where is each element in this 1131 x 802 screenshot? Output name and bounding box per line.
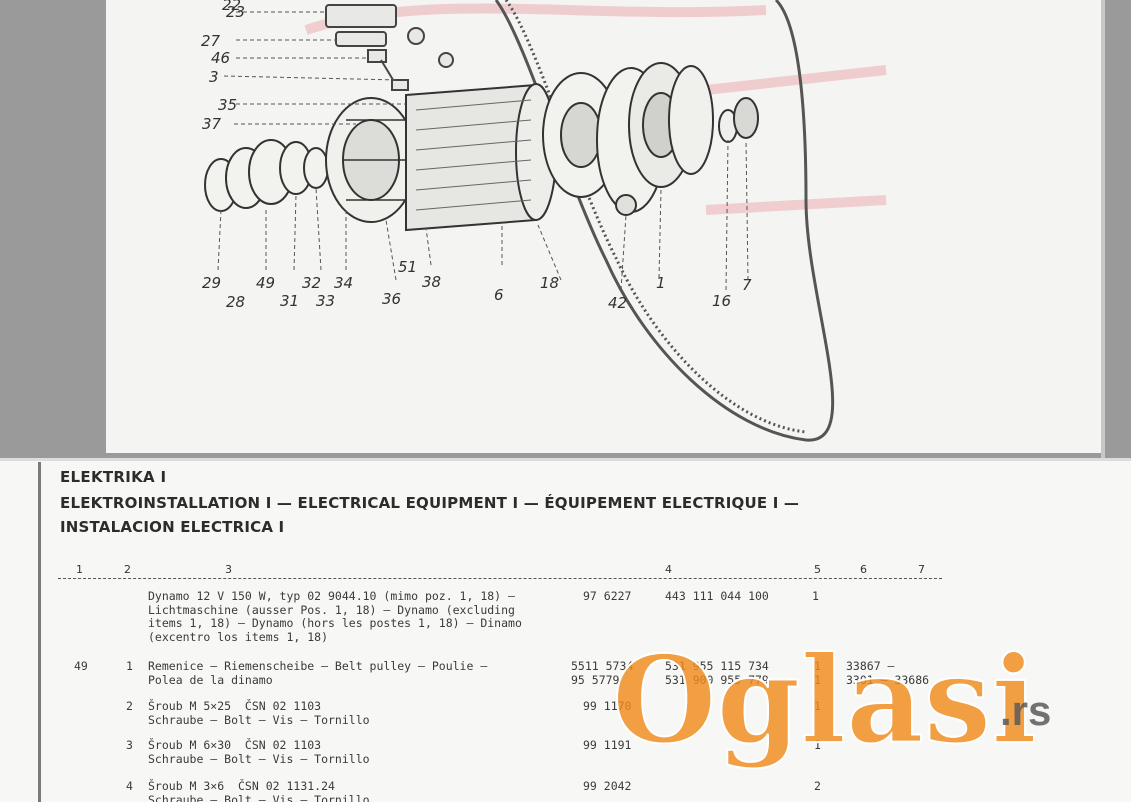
page-heading-line-1: ELEKTROINSTALLATION I — ELECTRICAL EQUIP…	[60, 494, 800, 512]
row-0-description: Dynamo 12 V 150 W, typ 02 9044.10 (mimo …	[148, 589, 522, 644]
callout-42: 42	[608, 294, 627, 312]
callout-18: 18	[540, 274, 559, 292]
bearing-stack	[204, 139, 329, 212]
callout-31: 31	[280, 292, 299, 310]
callout-37: 37	[202, 115, 222, 133]
watermark-tld: .rs	[1000, 687, 1051, 734]
watermark-brand: Oglasi	[612, 630, 1037, 770]
callout-16: 16	[712, 292, 731, 310]
row-1-part-number: 5511 5734 95 5779	[571, 659, 634, 687]
callout-46: 46	[211, 49, 230, 67]
callout-34: 34	[334, 274, 353, 292]
column-header-5: 5	[814, 563, 821, 576]
callout-7: 7	[742, 276, 752, 294]
column-header-7: 7	[918, 563, 925, 576]
callout-1: 1	[656, 274, 666, 292]
callout-27: 27	[201, 32, 221, 50]
column-header-2: 2	[124, 563, 131, 576]
callout-49: 49	[256, 274, 275, 292]
callout-labels: 22 23 27 46 3 35 37 29 28 49 31 32 33 34…	[201, 0, 752, 312]
row-4-description: Šroub M 3×6 ČSN 02 1131.24 Schraube — Bo…	[148, 779, 370, 802]
column-header-4: 4	[665, 563, 672, 576]
callout-38: 38	[422, 273, 441, 291]
row-1-quantity: 1 1	[814, 659, 821, 687]
callout-28: 28	[226, 293, 245, 311]
row-2-description: Šroub M 5×25 ČSN 02 1103 Schraube — Bolt…	[148, 699, 370, 727]
row-3-quantity: 1	[814, 738, 821, 752]
exploded-diagram: 22 23 27 46 3 35 37 29 28 49 31 32 33 34…	[106, 0, 1102, 453]
nut-washer	[718, 97, 759, 143]
stator-housing	[405, 83, 557, 232]
section-title: ELEKTRIKA I	[60, 468, 167, 486]
callout-22: 22	[222, 0, 241, 14]
callout-32: 32	[302, 274, 321, 292]
callout-3: 3	[209, 68, 219, 86]
row-1-position: 1	[126, 659, 133, 673]
row-4-quantity: 2	[814, 779, 821, 793]
callout-33: 33	[316, 292, 335, 310]
row-1-description: Remenice — Riemenscheibe — Belt pulley —…	[148, 659, 488, 687]
row-0-quantity: 1	[812, 589, 819, 603]
bolt-cluster	[325, 4, 454, 91]
callout-35: 35	[218, 96, 237, 114]
header-divider	[58, 578, 942, 579]
row-2-position: 2	[126, 699, 133, 713]
column-header-1: 1	[76, 563, 83, 576]
dynamo-exploded-view: 22 23 27 46 3 35 37 29 28 49 31 32 33 34…	[201, 0, 887, 442]
pulley	[628, 62, 714, 188]
row-0-alt-number: 443 111 044 100	[665, 589, 769, 603]
row-3-position: 3	[126, 738, 133, 752]
row-2-part-number: 99 1170	[583, 699, 632, 713]
row-0-part-number: 97 6227	[583, 589, 632, 603]
row-1-col1: 49	[74, 659, 88, 673]
row-3-part-number: 99 1191	[583, 738, 632, 752]
row-1-notes: 33867 — 3301 — 33686	[846, 659, 930, 687]
row-2-quantity: 1	[814, 699, 821, 713]
column-header-6: 6	[860, 563, 867, 576]
scan-edge-right	[1101, 0, 1105, 458]
callout-51: 51	[398, 258, 417, 276]
oglasi-watermark-logo: Oglasi .rs	[612, 630, 1051, 770]
callout-36: 36	[382, 290, 401, 308]
parts-list-page	[0, 458, 1131, 802]
commutator-bracket	[325, 97, 417, 223]
row-1-alt-number: 531 955 115 734 531 900 955 779	[665, 659, 769, 687]
callout-29: 29	[202, 274, 221, 292]
leader-lines	[217, 11, 749, 291]
row-4-position: 4	[126, 779, 133, 793]
row-3-description: Šroub M 6×30 ČSN 02 1103 Schraube — Bolt…	[148, 738, 370, 766]
column-header-3: 3	[225, 563, 232, 576]
callout-23: 23	[226, 3, 245, 21]
scan-edge-left	[38, 462, 41, 802]
row-4-part-number: 99 2042	[583, 779, 632, 793]
page-heading-line-2: INSTALACION ELECTRICA I	[60, 518, 285, 536]
callout-6: 6	[494, 286, 504, 304]
